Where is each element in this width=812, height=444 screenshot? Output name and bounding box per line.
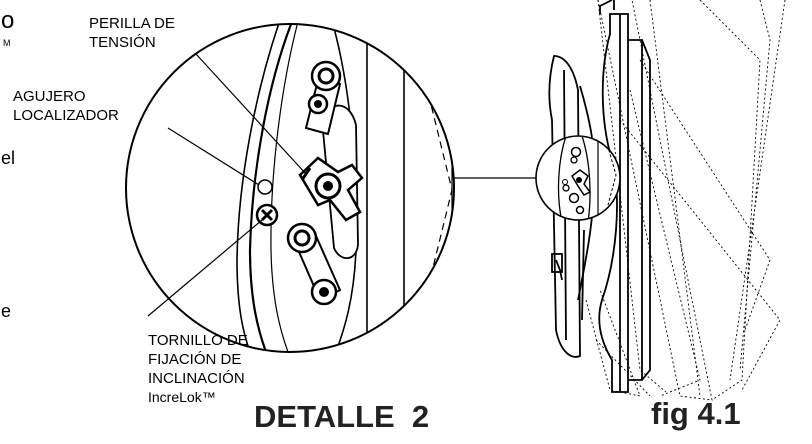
tension-knob-label: PERILLA DE TENSIÓN <box>89 15 175 51</box>
adjustment-bolt-icon <box>304 60 342 136</box>
figure-caption: fig 4.1 <box>651 396 741 431</box>
locator-hole-label: AGUJERO LOCALIZADOR <box>13 88 119 124</box>
locator-hole-icon <box>257 179 273 195</box>
partial-text-tm: M <box>3 38 11 48</box>
adjustment-bolt-icon <box>286 222 342 306</box>
mount-side-view <box>535 0 786 401</box>
mini-detail-circle <box>535 135 621 221</box>
increlok-label: IncreLok™ <box>148 389 216 405</box>
locator-hole-leader <box>167 127 260 186</box>
partial-text-e: e <box>1 301 12 321</box>
detail-view <box>125 23 536 353</box>
tilt-screw-leader <box>147 219 263 317</box>
partial-text-o: o <box>1 7 15 34</box>
tilt-screw-label: TORNILLO DE FIJACIÓN DE INCLINACIÓN <box>148 332 248 387</box>
detail-caption: DETALLE 2 <box>254 399 430 434</box>
tension-knob-leader <box>195 53 307 175</box>
partial-text-el: el <box>1 148 16 168</box>
